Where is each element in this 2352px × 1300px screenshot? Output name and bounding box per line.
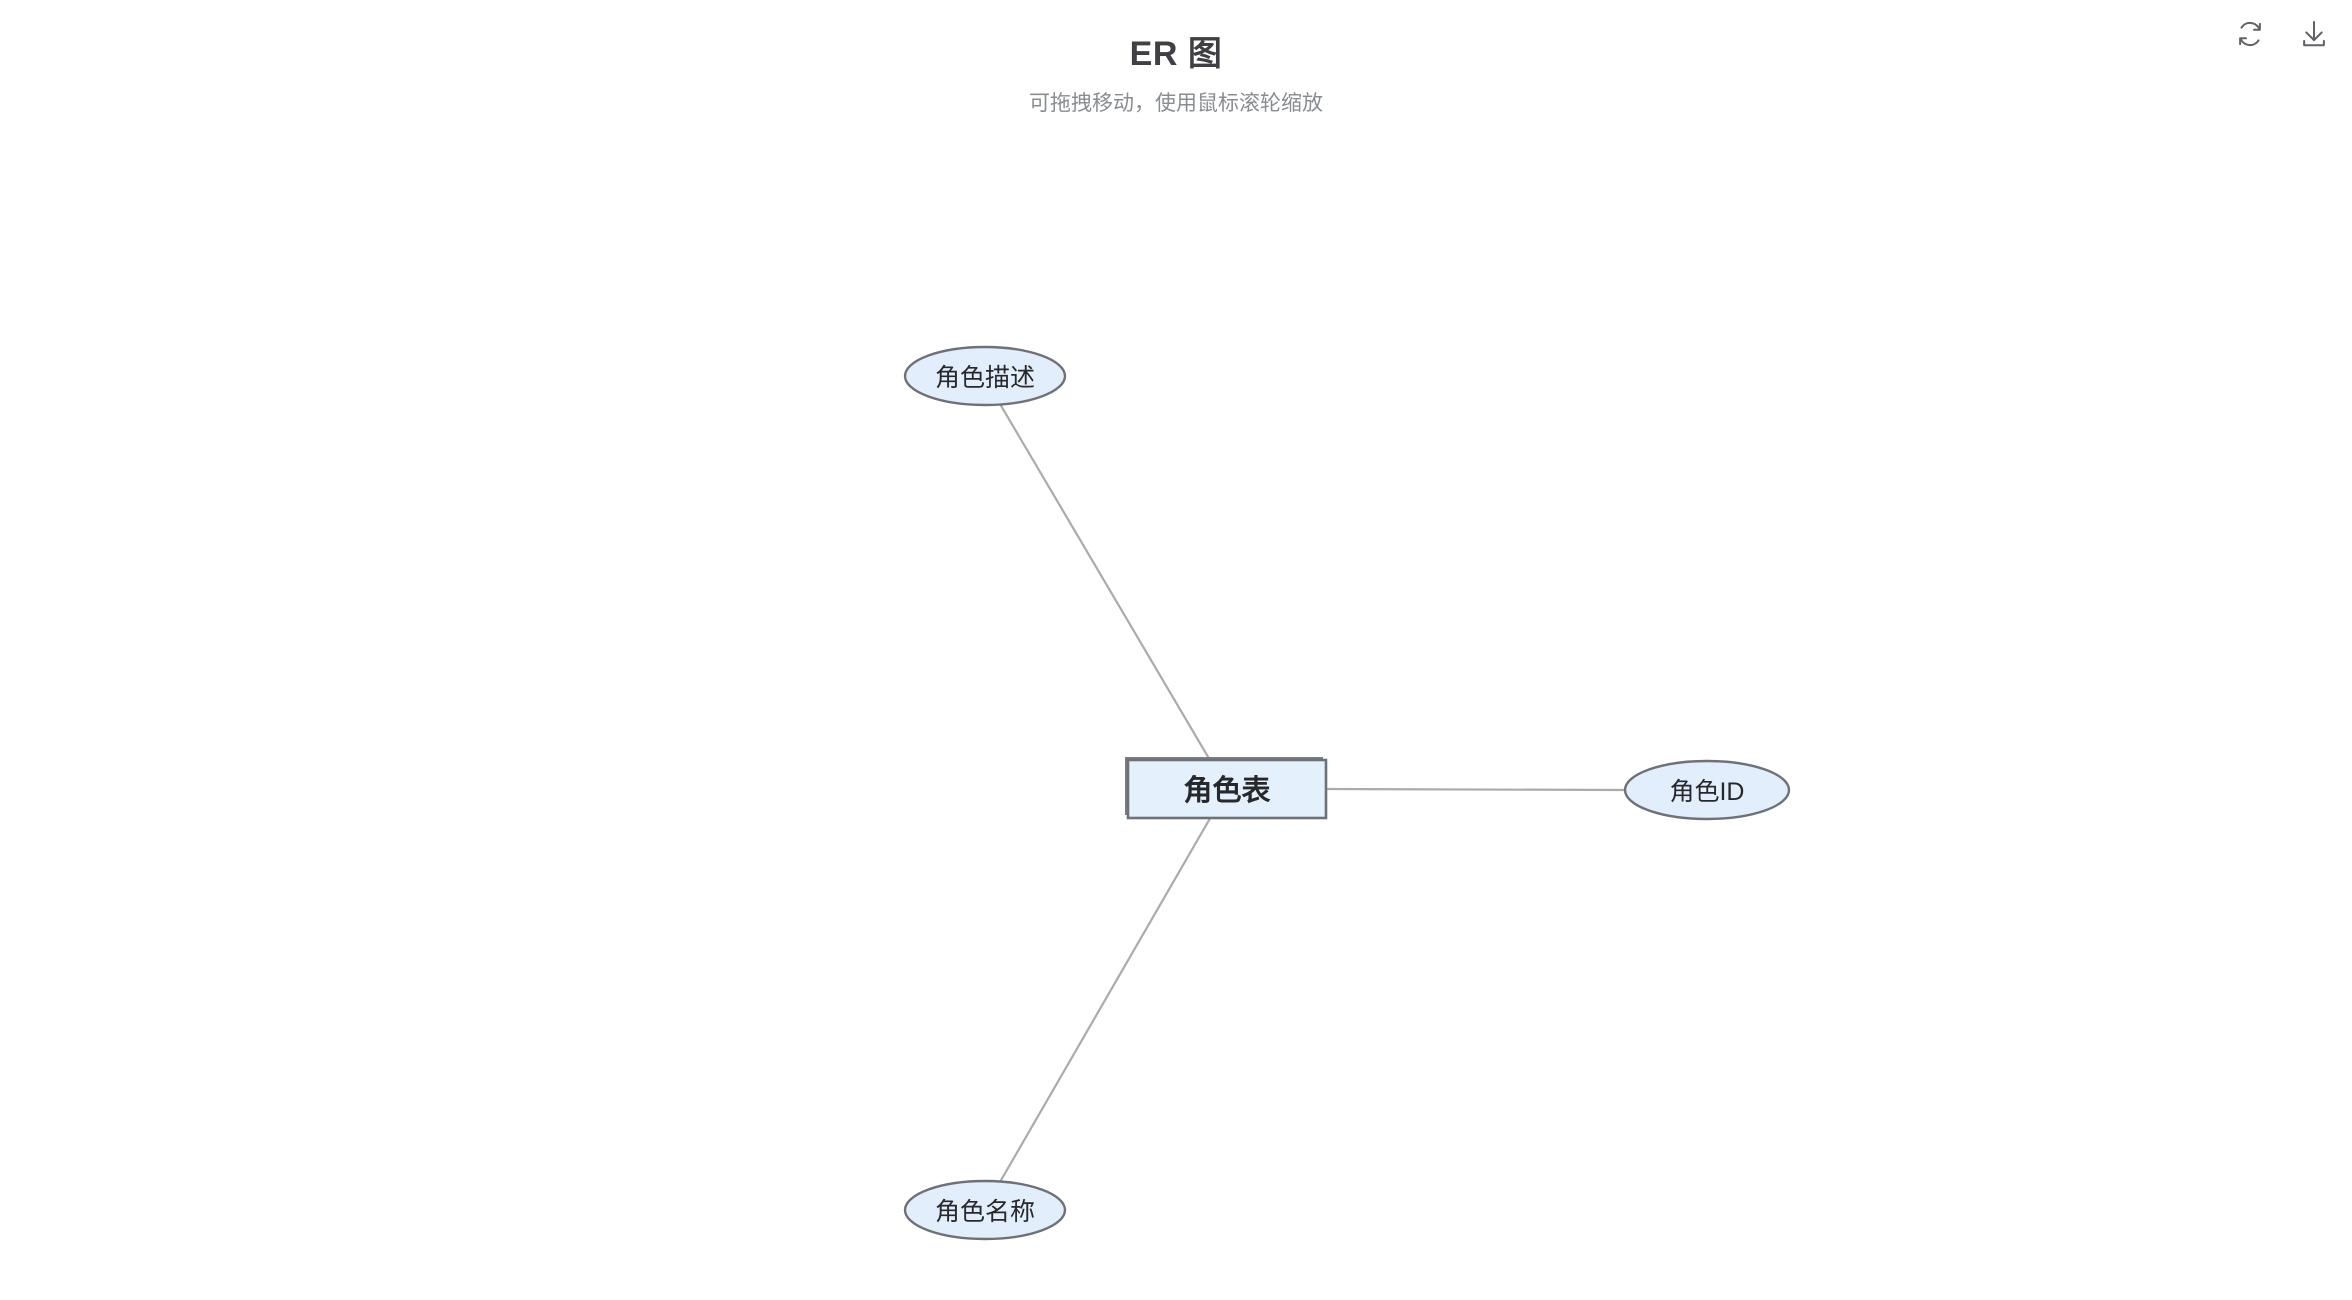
attribute-ellipse-role-name[interactable] xyxy=(903,1179,1067,1241)
attribute-node-role-id[interactable]: 角色ID xyxy=(1623,759,1791,821)
attribute-label-role-desc: 角色描述 xyxy=(935,364,1035,392)
attribute-ellipse-role-desc[interactable] xyxy=(903,345,1067,407)
attribute-layer: 角色描述 角色ID 角色名称 xyxy=(903,345,1791,1241)
edge-role-desc xyxy=(999,403,1228,790)
attribute-label-role-name: 角色名称 xyxy=(935,1198,1035,1226)
entity-layer: 角色表 xyxy=(1125,757,1328,820)
attribute-label-role-id: 角色ID xyxy=(1669,778,1744,806)
download-button[interactable] xyxy=(2294,14,2334,54)
edge-role-id xyxy=(1325,787,1626,792)
refresh-icon xyxy=(2234,18,2266,50)
entity-node-role-table[interactable]: 角色表 xyxy=(1125,757,1328,820)
edge-layer xyxy=(999,403,1626,1183)
edge-role-name xyxy=(999,788,1228,1183)
entity-label-role-table: 角色表 xyxy=(1183,773,1270,807)
diagram-toolbar xyxy=(2230,14,2334,54)
entity-rect-role-table[interactable] xyxy=(1126,758,1328,820)
refresh-button[interactable] xyxy=(2230,14,2270,54)
download-icon xyxy=(2298,18,2330,50)
attribute-ellipse-role-id[interactable] xyxy=(1623,759,1791,821)
attribute-node-role-desc[interactable]: 角色描述 xyxy=(903,345,1067,407)
attribute-node-role-name[interactable]: 角色名称 xyxy=(903,1179,1067,1241)
